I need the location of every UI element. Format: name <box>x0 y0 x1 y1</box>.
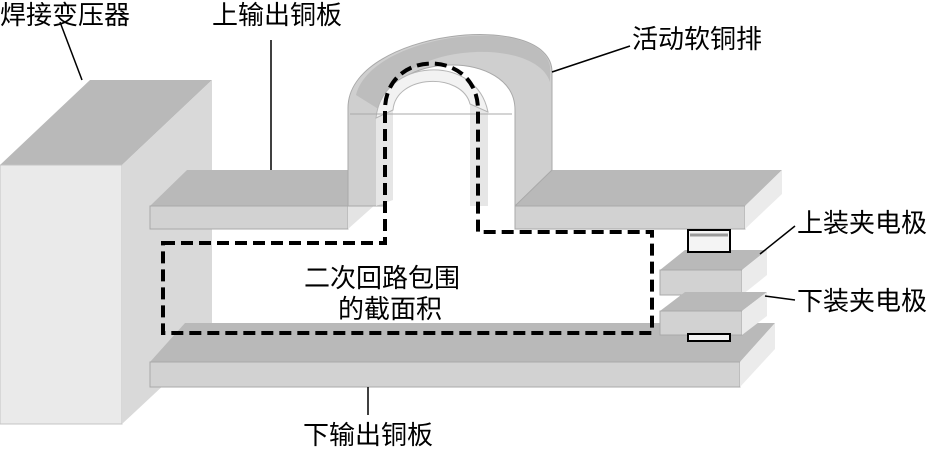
upper-plate-right-front <box>514 205 746 230</box>
leader-transformer <box>59 21 83 81</box>
upper-electrode-top <box>660 250 767 270</box>
secondary-loop-boundary <box>161 61 654 335</box>
flexible-copper-bus <box>347 34 553 208</box>
label-upper-clamp-electrode: 上装夹电极 <box>797 209 927 239</box>
lower-plate-side-face <box>740 323 775 387</box>
label-flexible-copper-bus: 活动软铜排 <box>632 25 762 55</box>
workpiece-top <box>687 229 731 253</box>
lower-clamp-electrode <box>659 292 767 336</box>
workpiece-bottom <box>687 333 731 342</box>
label-upper-output-plate: 上输出铜板 <box>212 1 342 31</box>
label-welding-transformer: 焊接变压器 <box>0 1 130 31</box>
label-loop-area-line1: 二次回路包围 <box>304 264 460 294</box>
upper-electrode-side <box>742 250 767 295</box>
upper-electrode-front <box>659 269 743 296</box>
lower-electrode-side <box>742 292 767 335</box>
upper-output-copper-plate-left <box>149 170 385 230</box>
welding-transformer <box>0 80 212 425</box>
leader-flex-bus <box>551 45 631 73</box>
leader-upper-electrode <box>759 225 796 255</box>
flex-bus-inner-arch <box>375 69 489 119</box>
transformer-front-face <box>0 164 123 425</box>
lower-electrode-top <box>660 292 767 311</box>
upper-clamp-electrode <box>659 250 767 296</box>
upper-plate-left-front <box>149 205 349 230</box>
lower-electrode-front <box>659 310 743 336</box>
label-lower-output-plate: 下输出铜板 <box>303 421 433 449</box>
label-lower-clamp-electrode: 下装夹电极 <box>797 287 927 317</box>
lower-plate-front-face <box>149 361 741 388</box>
upper-plate-right-top <box>515 170 782 206</box>
label-loop-area-line2: 的截面积 <box>338 295 442 325</box>
flex-bus-top-band <box>356 35 550 110</box>
upper-output-copper-plate-right <box>514 170 782 230</box>
upper-plate-right-side <box>745 170 782 229</box>
leader-lower-electrode <box>764 295 796 301</box>
upper-plate-left-top <box>150 170 385 206</box>
transformer-top-face <box>0 80 212 165</box>
